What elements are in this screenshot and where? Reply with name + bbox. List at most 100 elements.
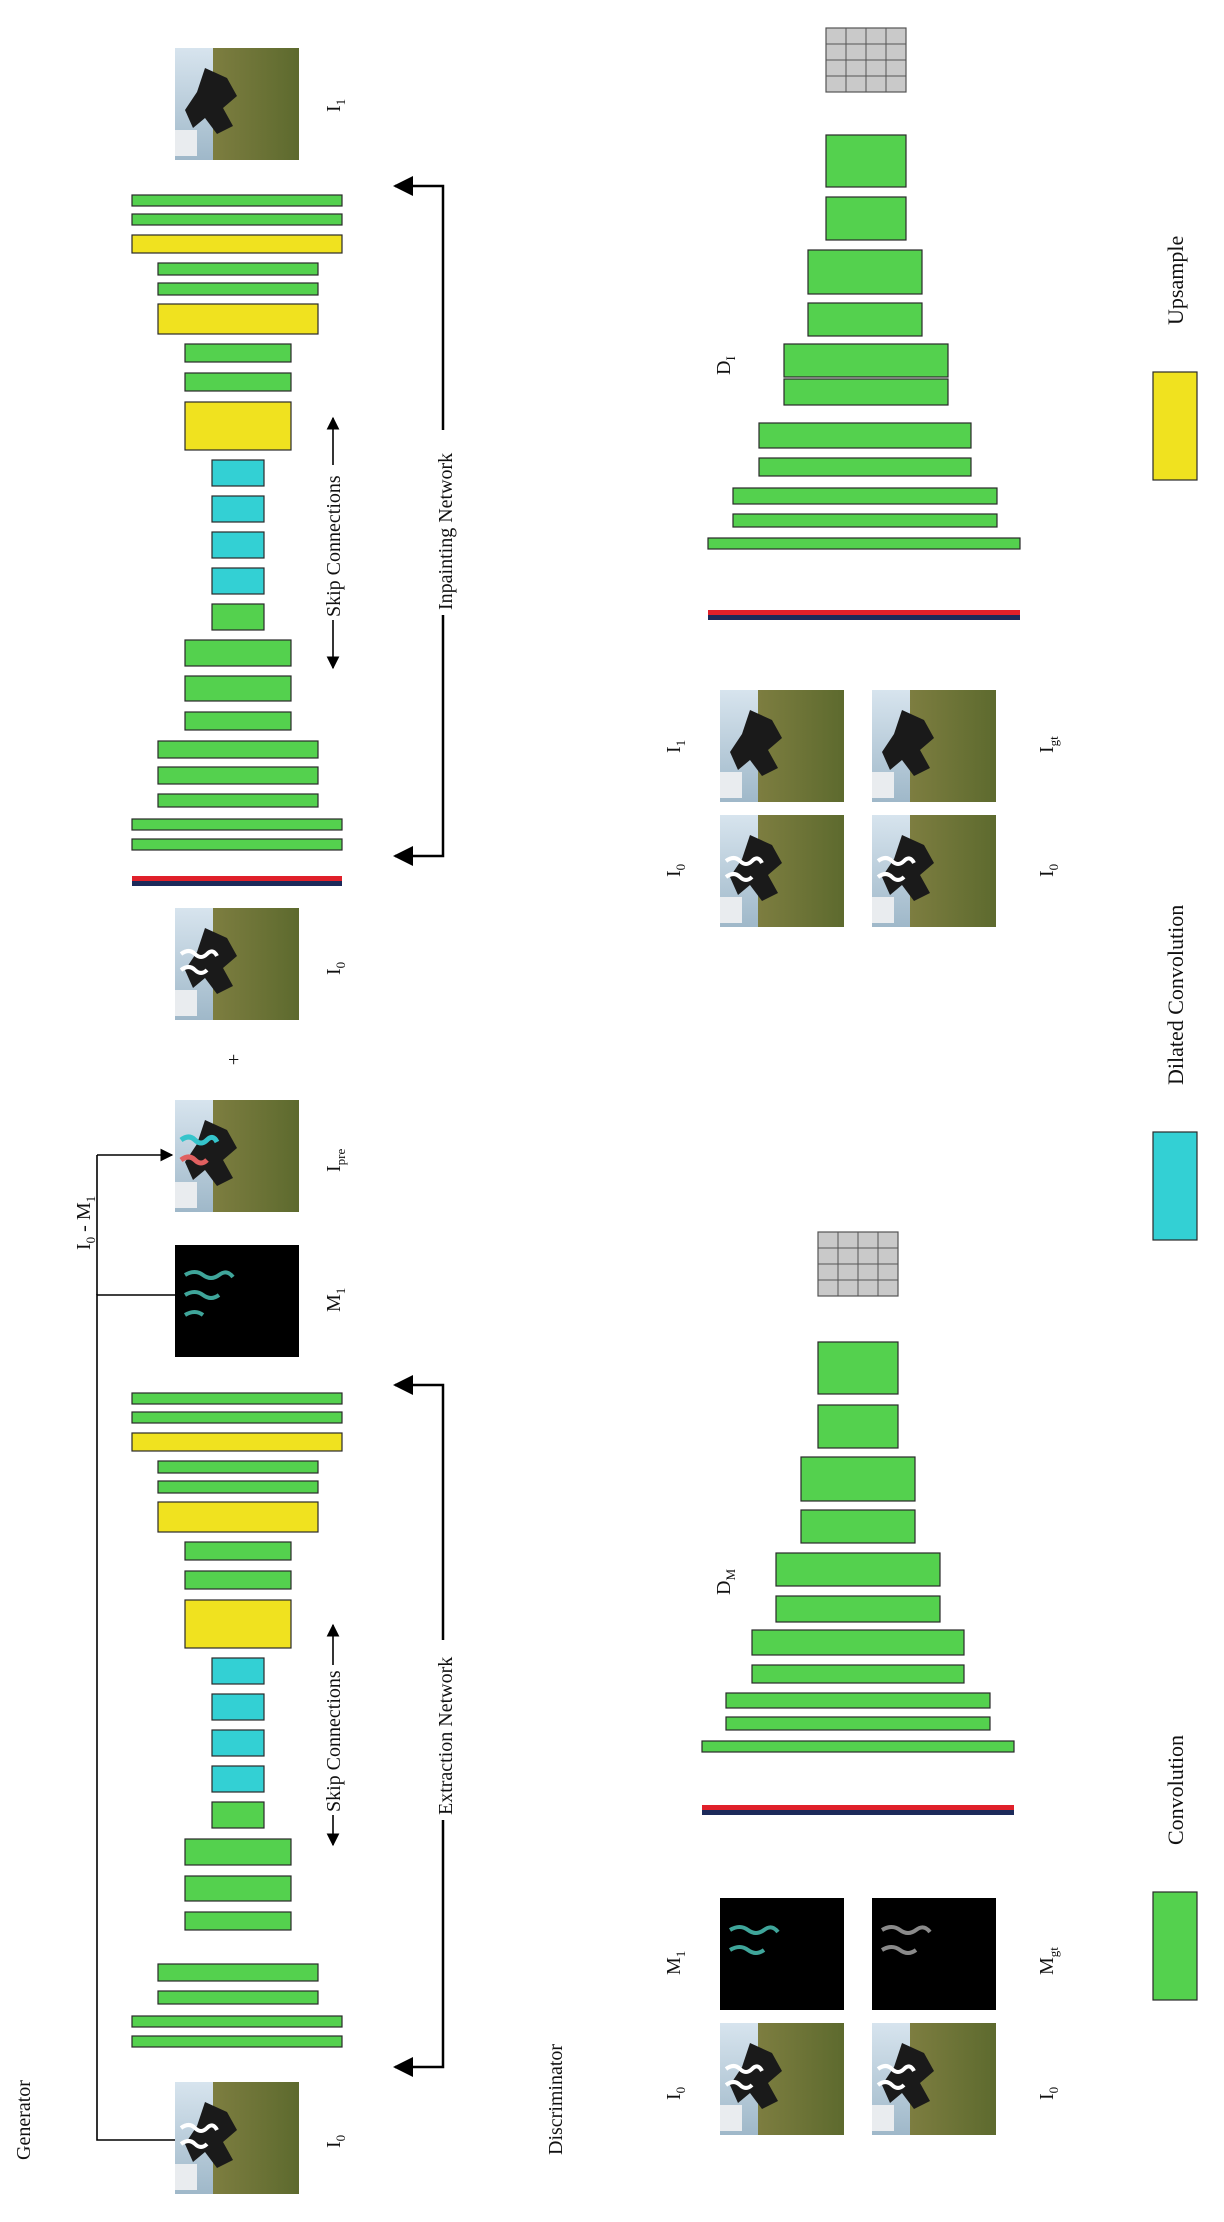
dm-output-grid [817, 1231, 899, 1297]
di-input-label-1: I0 [663, 864, 688, 877]
legend-upsample-swatch [1152, 371, 1198, 481]
di-conv-2 [732, 513, 998, 528]
skip-connections-label-1: Skip Connections [323, 1670, 345, 1812]
inp-dilated-1 [211, 567, 265, 595]
di-conv-8 [807, 302, 923, 337]
di-conv-6 [783, 378, 949, 406]
legend-convolution-label: Convolution [1163, 1735, 1188, 1845]
dm-label: DM [713, 1569, 738, 1595]
dm-conv-1 [701, 1740, 1015, 1753]
inp-conv-11 [184, 343, 292, 363]
dm-input-mgt [872, 1898, 996, 2010]
inpainting-label-bg [432, 430, 456, 615]
legend-dilated-label: Dilated Convolution [1163, 905, 1188, 1085]
discriminator-label: Discriminator [545, 2044, 567, 2155]
inpaint-navy-line [132, 881, 342, 886]
skip-connections-label-2: Skip Connections [323, 475, 345, 617]
i0-image [175, 908, 299, 1020]
ext-conv-12 [157, 1460, 319, 1474]
di-conv-7 [783, 343, 949, 378]
inp-conv-10 [184, 372, 292, 392]
ext-dilated-3 [211, 1693, 265, 1721]
dm-conv-5 [751, 1629, 965, 1656]
ext-conv-13 [131, 1411, 343, 1424]
inp-conv-15 [131, 194, 343, 207]
ext-conv-11 [157, 1480, 319, 1494]
dm-input-label-3: I0 [1036, 2087, 1061, 2100]
ext-conv-9 [184, 1570, 292, 1590]
di-input-label-4: Igt [1036, 736, 1061, 753]
ext-conv-2 [131, 2015, 343, 2028]
di-conv-11 [825, 134, 907, 188]
dm-conv-9 [800, 1456, 916, 1502]
plus-sign: + [228, 1049, 239, 1071]
di-navy-line [708, 615, 1020, 620]
ext-conv-10 [184, 1541, 292, 1561]
inp-conv-14 [131, 213, 343, 226]
dm-conv-7 [775, 1552, 941, 1587]
inp-conv-4 [157, 766, 319, 785]
inp-conv-1 [131, 838, 343, 851]
di-conv-5 [758, 422, 972, 449]
inp-conv-5 [157, 740, 319, 759]
dm-conv-6 [775, 1595, 941, 1623]
output-image-label: I1 [323, 99, 348, 112]
inp-conv-6 [184, 711, 292, 731]
extraction-label-bg [432, 1640, 456, 1820]
ext-conv-4 [157, 1963, 319, 1982]
i0-image-label: I0 [323, 962, 348, 975]
inpainting-network-label: Inpainting Network [435, 453, 457, 610]
input-image-label: I0 [323, 2135, 348, 2148]
inp-dilated-2 [211, 531, 265, 559]
ext-conv-6 [184, 1875, 292, 1902]
extraction-network-label: Extraction Network [435, 1657, 457, 1815]
ext-conv-5 [184, 1911, 292, 1931]
legend-dilated-swatch [1152, 1131, 1198, 1241]
di-conv-9 [807, 249, 923, 295]
dm-input-label-1: I0 [663, 2087, 688, 2100]
inp-conv-12 [157, 282, 319, 296]
dm-conv-8 [800, 1509, 916, 1544]
inp-conv-8 [184, 639, 292, 667]
ext-conv-1 [131, 2035, 343, 2048]
inp-conv-13 [157, 262, 319, 276]
di-conv-10 [825, 196, 907, 241]
inp-dilated-3 [211, 495, 265, 523]
inp-conv-3 [157, 793, 319, 808]
output-image-i1 [175, 48, 299, 160]
di-red-line [708, 610, 1020, 615]
ext-dilated-4 [211, 1657, 265, 1685]
di-conv-3 [732, 487, 998, 505]
ext-dilated-2 [211, 1729, 265, 1757]
pre-image [175, 1100, 299, 1212]
inp-conv-2 [131, 818, 343, 831]
dm-red-line [702, 1805, 1014, 1810]
dm-input-label-2: M1 [663, 1951, 688, 1975]
di-input-i0-top [720, 815, 844, 927]
inp-dilated-4 [211, 459, 265, 487]
dm-network [701, 1341, 1015, 1753]
inp-conv-9 [211, 603, 265, 631]
dm-navy-line [702, 1810, 1014, 1815]
ext-conv-8 [211, 1801, 265, 1829]
di-conv-1 [707, 537, 1021, 550]
inp-conv-7 [184, 675, 292, 702]
di-network [707, 134, 1021, 550]
ext-upsample-3 [131, 1432, 343, 1452]
generator-label: Generator [13, 2080, 35, 2160]
di-input-igt [872, 690, 996, 802]
legend-convolution-swatch [1152, 1891, 1198, 2001]
di-input-i0-bottom [872, 815, 996, 927]
ext-conv-14 [131, 1392, 343, 1405]
dm-input-i0-bottom [872, 2023, 996, 2135]
di-conv-4 [758, 457, 972, 477]
inpaint-red-line [132, 876, 342, 881]
input-image-i0 [175, 2082, 299, 2194]
dm-conv-10 [817, 1404, 899, 1449]
dm-conv-11 [817, 1341, 899, 1395]
ext-upsample-1 [184, 1599, 292, 1649]
ext-conv-3 [157, 1990, 319, 2005]
di-output-grid [825, 27, 907, 93]
dm-conv-3 [725, 1692, 991, 1709]
dm-conv-2 [725, 1716, 991, 1731]
